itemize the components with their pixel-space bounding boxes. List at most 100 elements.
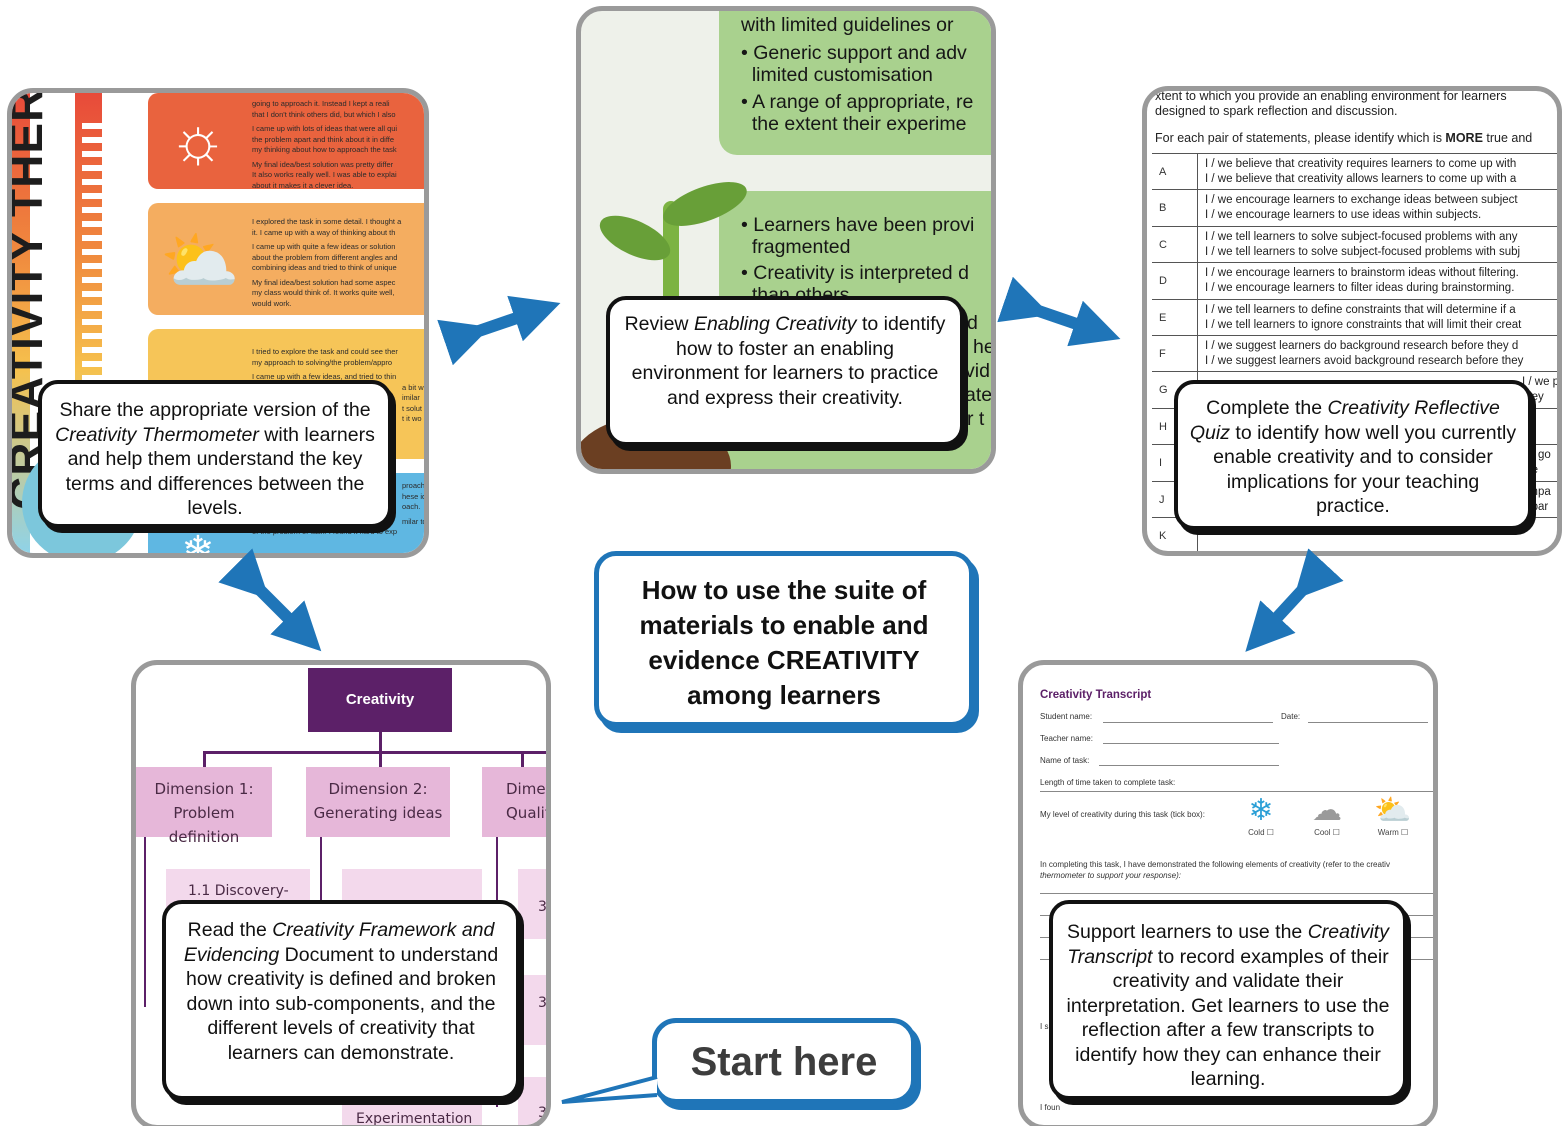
level-line: combining ideas and tried to think of un… — [252, 263, 397, 272]
date-label: Date: — [1281, 712, 1301, 721]
enabling-line: • A range of appropriate, re — [741, 91, 974, 113]
quiz-statement: I / we believe that creativity requires … — [1205, 158, 1517, 170]
form-fragment: I s — [1040, 1022, 1049, 1031]
quiz-row-letter: A — [1156, 154, 1198, 190]
level-line: a bit wi — [402, 382, 426, 392]
level-line: I came up with lots of ideas that were a… — [252, 124, 398, 133]
demo-text: thermometer to support your response): — [1040, 871, 1181, 880]
tree-connector — [144, 837, 146, 1007]
title-line: evidence CREATIVITY — [648, 645, 920, 675]
dimension-name: Quality — [506, 804, 551, 822]
level-line: would work. — [252, 298, 292, 308]
student-name-label: Student name: — [1040, 712, 1093, 721]
level-line: about the problem from different angles … — [252, 252, 398, 262]
quiz-statement: I / we provide learners with an open def… — [1522, 376, 1560, 389]
cloud-sun-icon: ⛅ — [1374, 794, 1412, 827]
time-taken-label: Length of time taken to complete task: — [1040, 778, 1176, 787]
level-line: my class would think of. It works quite … — [252, 288, 395, 297]
double-arrow-icon — [997, 276, 1121, 347]
enabling-fragment: he — [973, 336, 995, 358]
weather-option-cool[interactable]: Cool ☐ — [1314, 828, 1340, 837]
central-title-box: How to use the suite of materials to ena… — [594, 551, 974, 727]
snowflake-icon: ❄ — [1248, 794, 1274, 827]
transcript-title: Creativity Transcript — [1040, 689, 1152, 701]
quiz-row: A I / we believe that creativity requires… — [1152, 153, 1557, 190]
level-line: t it wo — [402, 414, 422, 423]
callout-text: Support learners to use the — [1067, 921, 1308, 943]
cloud-sun-icon: ⛅ — [160, 225, 240, 297]
form-rule — [1040, 893, 1433, 894]
level-line: of the problem or task. I found it hard … — [252, 527, 398, 536]
dimension-name: Generating ideas — [313, 804, 443, 822]
level-line: hese id — [402, 491, 427, 501]
level-text: I explored the task in some detail. I th… — [252, 217, 424, 309]
enabling-line: with limited guidelines or — [741, 14, 954, 36]
level-line: imilar — [402, 393, 420, 402]
form-rule — [1103, 722, 1273, 723]
level-line: I tried to explore the task and could se… — [252, 347, 398, 356]
tree-connector — [203, 751, 546, 754]
form-rule — [1103, 743, 1279, 744]
callout-text: with learners and help them understand t… — [65, 423, 375, 520]
callout-italic: Creativity Framework and Evidencing — [183, 919, 495, 966]
quiz-statement: I / we tell learners to solve subject-fo… — [1205, 245, 1521, 258]
level-line: going to approach it. Instead I kept a r… — [252, 99, 390, 108]
callout-text: Share the appropriate version of the — [59, 399, 371, 421]
tree-connector — [379, 751, 382, 767]
level-line: milar to — [402, 516, 427, 526]
callout-text: Review — [624, 313, 694, 335]
level-line: t solut — [402, 403, 423, 413]
quiz-intro: xtent to which you provide an enabling e… — [1155, 91, 1557, 119]
quiz-statement: I / we encourage learners to exchange id… — [1205, 194, 1518, 207]
enabling-fragment: d — [967, 312, 978, 334]
level-line: It also works really well. I was able to… — [252, 170, 397, 179]
enabling-line: • Generic support and adv — [741, 42, 967, 64]
tree-connector — [203, 751, 206, 767]
quiz-statement: I / we suggest learners avoid background… — [1205, 355, 1524, 367]
level-line: proach — [402, 481, 425, 490]
callout-italic: Creativity Thermometer — [55, 423, 259, 446]
callout-text: to identify how well you currently enabl… — [1213, 421, 1517, 518]
quiz-question-text: For each pair of statements, please iden… — [1155, 131, 1446, 145]
callout-text: Complete the — [1206, 397, 1328, 419]
start-pointer — [561, 1075, 658, 1104]
quiz-statement: I / we suggest learners do background re… — [1205, 340, 1519, 352]
enabling-fragment: ate — [965, 384, 993, 406]
subcomponent-node: Experimentation — [342, 1105, 482, 1125]
level-line: about it makes it a clever idea. — [252, 180, 354, 190]
quiz-statement: I / we encourage learners to brainstorm … — [1205, 267, 1519, 280]
weather-option-cold[interactable]: Cold ☐ — [1248, 828, 1274, 837]
level-text: going to approach it. Instead I kept a r… — [252, 99, 424, 191]
level-line: oach. — [402, 502, 421, 511]
quiz-question-bold: MORE — [1445, 131, 1483, 145]
level-text: proach hese id oach. milar to of the pro… — [252, 481, 427, 538]
enabling-fragment: vid — [965, 360, 990, 382]
dimension-title: Dimension 2: — [328, 780, 428, 798]
form-rule — [1099, 765, 1279, 766]
thermometer-callout: Share the appropriate version of the Cre… — [38, 380, 392, 528]
form-rule — [1040, 791, 1433, 792]
title-line: materials to enable and — [639, 610, 929, 640]
weather-option-warm[interactable]: Warm ☐ — [1377, 828, 1409, 837]
snowflake-icon: ❄ — [181, 529, 215, 558]
level-line: it. I came up with a way of thinking abo… — [252, 227, 396, 237]
form-rule — [1308, 722, 1428, 723]
quiz-row-letter: B — [1156, 190, 1198, 227]
framework-callout: Read the Creativity Framework and Eviden… — [162, 900, 520, 1100]
dimension-title: Dime — [506, 780, 546, 798]
task-name-label: Name of task: — [1040, 756, 1090, 765]
tree-connector — [320, 837, 322, 917]
callout-italic: Creativity Transcript — [1067, 921, 1389, 968]
callout-text: to record examples of their creativity a… — [1066, 945, 1390, 1091]
quiz-row-letter: K — [1156, 518, 1198, 551]
thermometer-level-warm: ⛅ I explored the task in some detail. I … — [148, 203, 424, 315]
transcript-callout: Support learners to use the Creativity T… — [1049, 900, 1407, 1100]
dimension-title: Dimension 1: — [154, 780, 254, 798]
quiz-statement: I / we believe that creativity allows le… — [1205, 173, 1517, 185]
level-text: I tried to explore the task and could se… — [252, 347, 426, 425]
callout-italic: Creativity Reflective Quiz — [1189, 397, 1500, 444]
enabling-callout: Review Enabling Creativity to identify h… — [606, 296, 964, 446]
